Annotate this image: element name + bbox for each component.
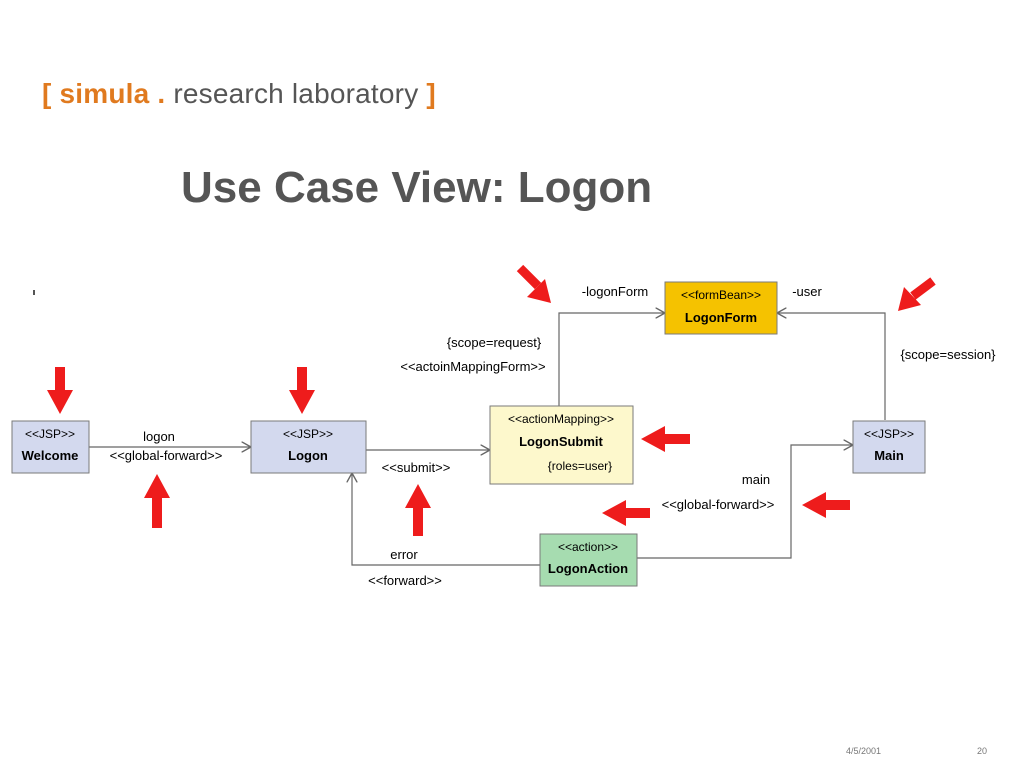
node-logon-submit-name: LogonSubmit xyxy=(519,434,603,449)
node-logon-form: <<formBean>> LogonForm xyxy=(664,281,778,335)
red-arrow-up-logon-edge xyxy=(144,474,170,528)
node-welcome-stereotype: <<JSP>> xyxy=(25,427,75,441)
node-logon-action: <<action>> LogonAction xyxy=(539,533,638,587)
edge-logon-form-stereotype: <<actoinMappingForm>> xyxy=(400,359,545,374)
node-logon-action-name: LogonAction xyxy=(548,561,628,576)
edge-logon-form-role: -logonForm xyxy=(582,284,648,299)
edge-error-name: error xyxy=(390,547,418,562)
logo-research-laboratory: research laboratory xyxy=(173,78,419,109)
edge-user-role: -user xyxy=(792,284,822,299)
node-welcome-name: Welcome xyxy=(22,448,79,463)
edge-main-stereotype: <<global-forward>> xyxy=(662,497,775,512)
edge-main-logonform xyxy=(777,313,886,420)
edge-logon-name: logon xyxy=(143,429,175,444)
edge-submit-stereotype: <<submit>> xyxy=(382,460,451,475)
node-logon-form-name: LogonForm xyxy=(685,310,757,325)
edge-logonaction-main xyxy=(637,445,853,559)
node-welcome: <<JSP>> Welcome xyxy=(11,420,90,474)
footer-date: 4/5/2001 xyxy=(846,746,882,756)
edge-main-name: main xyxy=(742,472,770,487)
node-logon-name: Logon xyxy=(288,448,328,463)
node-logon-submit-stereotype: <<actionMapping>> xyxy=(508,412,614,426)
node-main-name: Main xyxy=(874,448,904,463)
red-arrow-diagonal-user xyxy=(898,277,936,311)
edge-logonaction-logon xyxy=(352,473,540,566)
node-logon-form-stereotype: <<formBean>> xyxy=(681,288,761,302)
edge-logon-form-scope: {scope=request} xyxy=(447,335,542,350)
footer-page-number: 20 xyxy=(977,746,988,756)
red-arrow-diagonal-logon-form xyxy=(516,264,551,303)
logo-simula: simula xyxy=(59,78,150,109)
red-arrow-up-submit xyxy=(405,484,431,536)
edge-logon-stereotype: <<global-forward>> xyxy=(110,448,223,463)
node-logon-stereotype: <<JSP>> xyxy=(283,427,333,441)
edge-user-scope: {scope=session} xyxy=(900,347,996,362)
node-main: <<JSP>> Main xyxy=(852,420,926,474)
slide-title: Use Case View: Logon xyxy=(181,163,653,212)
red-arrow-down-welcome xyxy=(47,367,73,414)
node-main-stereotype: <<JSP>> xyxy=(864,427,914,441)
logo-dot: . xyxy=(157,78,166,109)
stray-mark xyxy=(33,290,35,295)
edge-error-stereotype: <<forward>> xyxy=(368,573,442,588)
node-logon-action-stereotype: <<action>> xyxy=(558,540,618,554)
edge-logonsubmit-logonform xyxy=(558,313,665,420)
red-arrow-down-logon xyxy=(289,367,315,414)
logo-bracket-open: [ xyxy=(42,78,52,109)
simula-logo: [ simula . research laboratory ] xyxy=(42,78,436,110)
logo-bracket-close: ] xyxy=(426,78,436,109)
node-logon-submit: <<actionMapping>> LogonSubmit {roles=use… xyxy=(489,405,634,485)
red-arrow-left-main-edge xyxy=(802,492,850,518)
red-arrow-left-logon-submit xyxy=(641,426,690,452)
node-logon-submit-tag: {roles=user} xyxy=(548,459,612,473)
node-logon: <<JSP>> Logon xyxy=(250,420,367,474)
red-arrow-left-logon-action xyxy=(602,500,650,526)
